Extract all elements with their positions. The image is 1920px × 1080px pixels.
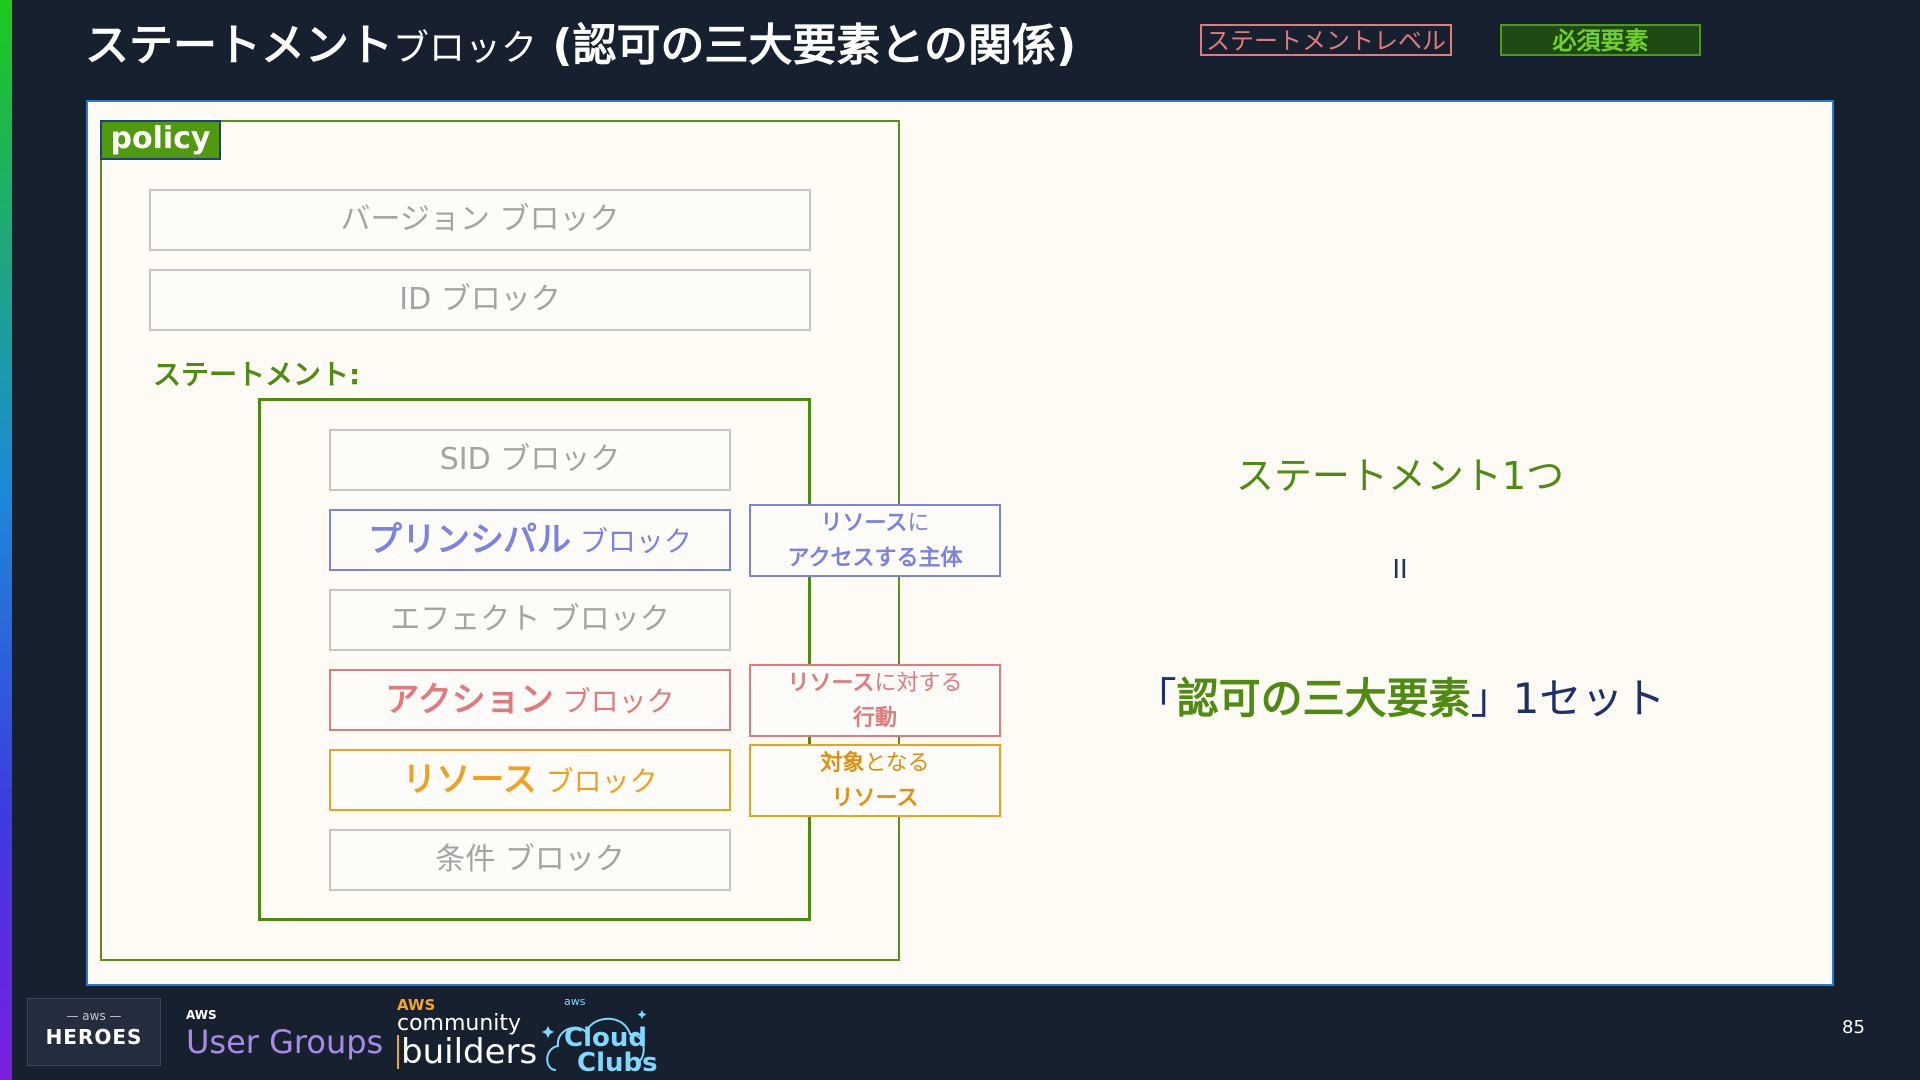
effect-block-label: エフェクト ブロック [390, 602, 670, 637]
aws-cloud-clubs-logo: aws Cloud Clubs [542, 990, 658, 1080]
community-builders-aws-text: AWS [397, 996, 436, 1014]
community-builders-line3: builders [397, 1035, 537, 1069]
principal-block-name: プリンシパル [368, 520, 572, 560]
heroes-name: HEROES [45, 1025, 143, 1049]
aws-user-groups-logo: AWS User Groups [186, 1008, 383, 1062]
condition-block-label: 条件 ブロック [435, 842, 625, 877]
three-elements-set-text: 「認可の三大要素」1セット [1080, 665, 1720, 726]
resource-note-rest: となる [864, 751, 930, 776]
page-number: 85 [1842, 1017, 1865, 1038]
principal-block: プリンシパル ブロック [329, 509, 731, 571]
three-elements-highlight: 認可の三大要素 [1176, 674, 1471, 723]
legend-required: 必須要素 [1500, 24, 1701, 56]
cloud-icon [542, 1010, 647, 1071]
resource-block-suffix: ブロック [536, 765, 658, 798]
action-block-name: アクション [385, 680, 554, 720]
policy-tag: policy [100, 120, 221, 160]
one-set-suffix: 1セット [1512, 674, 1666, 723]
resource-block-name: リソース [402, 760, 537, 800]
title-main: ステートメント [85, 20, 393, 71]
community-builders-line2: community [397, 1011, 522, 1036]
aws-heroes-logo: — aws — HEROES [27, 998, 161, 1066]
user-groups-name: User Groups [186, 1023, 384, 1061]
open-quote: 「 [1134, 674, 1177, 723]
id-block-label: ID ブロック [399, 282, 561, 317]
principal-note-rest: に [907, 511, 930, 536]
condition-block: 条件 ブロック [329, 829, 731, 891]
sid-block-label: SID ブロック [439, 442, 621, 477]
accent-bar [0, 0, 12, 1080]
action-block: アクション ブロック [329, 669, 731, 731]
id-block: ID ブロック [149, 269, 811, 331]
action-note: リソースに対する 行動 [749, 664, 1001, 737]
heroes-aws-text: — aws — [66, 1009, 122, 1023]
principal-block-suffix: ブロック [571, 525, 692, 558]
principal-note: リソースに アクセスする主体 [749, 504, 1001, 577]
statement-label: ステートメント: [153, 358, 361, 391]
equals-sign: II [1392, 555, 1408, 585]
action-block-suffix: ブロック [553, 685, 675, 718]
action-note-rest: に対する [874, 671, 963, 696]
principal-note-line2: アクセスする主体 [787, 546, 963, 571]
title-small: ブロック [393, 28, 538, 69]
version-block: バージョン ブロック [149, 189, 811, 251]
action-note-bold: リソース [787, 671, 875, 696]
user-groups-aws-text: AWS [186, 1008, 217, 1022]
cloud-clubs-line1: Cloud [564, 1023, 647, 1053]
legend-statement-level: ステートメントレベル [1200, 24, 1452, 56]
resource-note-line2: リソース [831, 786, 919, 811]
principal-note-bold: リソース [820, 511, 908, 536]
aws-community-builders-logo: AWS community builders [397, 998, 537, 1069]
statement-box [258, 398, 811, 921]
resource-note-bold: 対象 [820, 751, 865, 776]
resource-note: 対象となる リソース [749, 744, 1001, 817]
one-statement-text: ステートメント1つ [1235, 454, 1565, 498]
action-note-line2: 行動 [852, 706, 897, 731]
version-block-label: バージョン ブロック [340, 202, 620, 237]
close-quote: 」 [1470, 674, 1513, 723]
effect-block: エフェクト ブロック [329, 589, 731, 651]
sid-block: SID ブロック [329, 429, 731, 491]
cloud-clubs-aws-text: aws [564, 995, 586, 1008]
cloud-clubs-line2: Clubs [577, 1048, 658, 1078]
title-rest: (認可の三大要素との関係) [537, 20, 1077, 71]
resource-block: リソース ブロック [329, 749, 731, 811]
slide-title: ステートメントブロック (認可の三大要素との関係) [85, 14, 1076, 81]
